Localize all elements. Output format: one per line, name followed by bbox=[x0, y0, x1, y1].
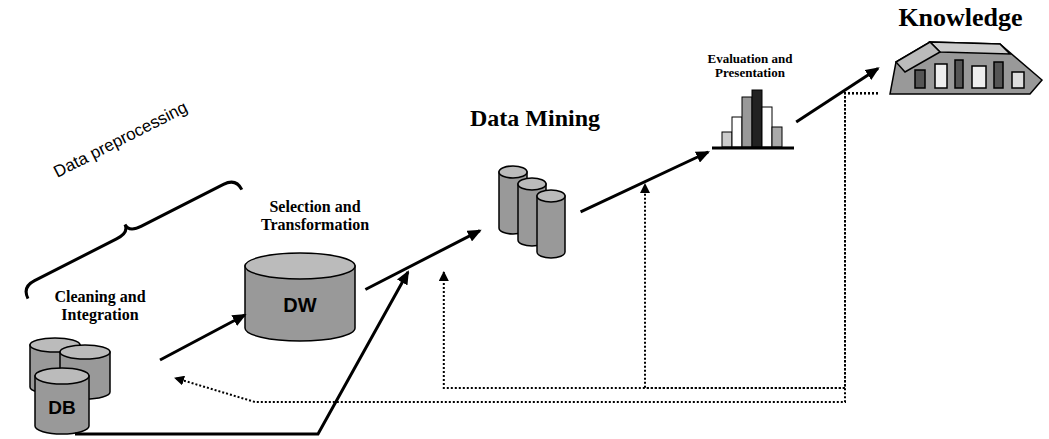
feedback-arrow bbox=[444, 93, 878, 388]
step-heading: Selection and Transformation bbox=[225, 198, 405, 233]
flow-arrow bbox=[160, 315, 245, 360]
store-label: DW bbox=[283, 294, 316, 317]
step-heading: Cleaning and Integration bbox=[25, 288, 175, 323]
histogram bbox=[712, 90, 794, 148]
database-cylinders bbox=[30, 338, 110, 434]
source-databases: Cleaning and IntegrationDB bbox=[25, 288, 175, 438]
store-label: DB bbox=[48, 397, 75, 419]
knowledge-icon bbox=[890, 42, 1042, 94]
data-mining-step: Data Mining bbox=[440, 105, 630, 260]
knowledge-result: Knowledge bbox=[878, 4, 1043, 96]
feedback-arrow bbox=[175, 93, 878, 402]
step-heading: Knowledge bbox=[878, 4, 1043, 33]
flow-arrow bbox=[796, 68, 878, 122]
mining-cylinders bbox=[499, 166, 565, 258]
group-label: Data preprocessing bbox=[50, 98, 190, 183]
step-heading: Data Mining bbox=[440, 105, 630, 131]
brace bbox=[18, 170, 242, 299]
data-warehouse: Selection and TransformationDW bbox=[225, 198, 405, 348]
warehouse-cylinder bbox=[245, 253, 355, 341]
feedback-arrow bbox=[645, 93, 878, 388]
flow-arrow bbox=[365, 231, 480, 290]
evaluation-step: Evaluation and Presentation bbox=[695, 52, 805, 152]
step-heading: Evaluation and Presentation bbox=[695, 52, 805, 81]
